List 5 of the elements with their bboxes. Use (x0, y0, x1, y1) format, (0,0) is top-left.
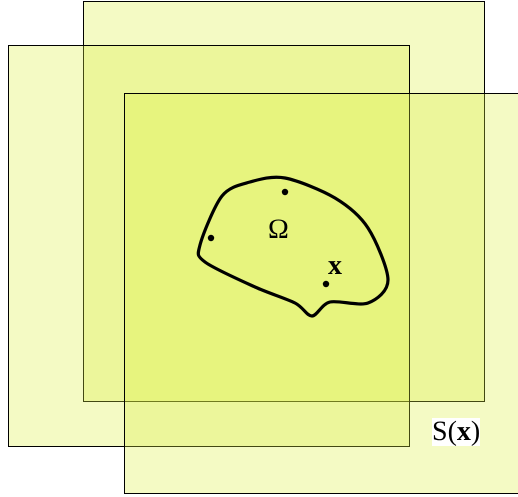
region-label: Ω (268, 216, 289, 244)
square-region (124, 93, 518, 494)
point-label: x (328, 252, 342, 280)
square-region (8, 45, 410, 447)
set-label: S(x) (432, 418, 480, 446)
